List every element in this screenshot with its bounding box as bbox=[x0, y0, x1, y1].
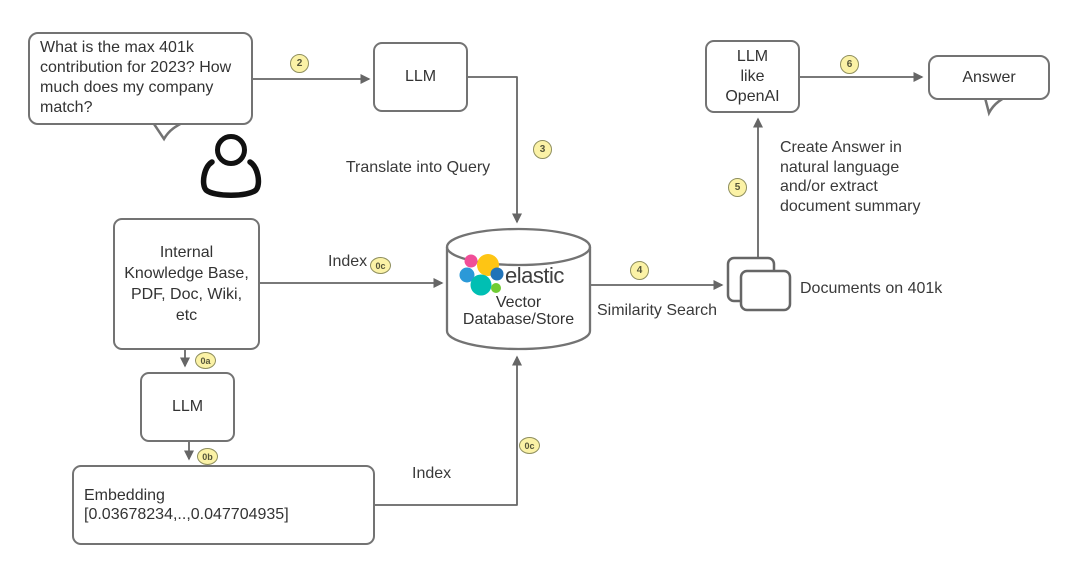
openai-label-line3: OpenAI bbox=[725, 87, 780, 105]
elastic-logo-icon bbox=[459, 254, 504, 296]
step-badge-3: 3 bbox=[533, 140, 552, 159]
step-badge-4: 4 bbox=[630, 261, 649, 280]
knowledge-base-label: Internal Knowledge Base, PDF, Doc, Wiki,… bbox=[124, 244, 249, 324]
openai-label-line2: like bbox=[740, 67, 765, 85]
llm-embedding-label: LLM bbox=[171, 398, 204, 415]
step-badge-0c-index: 0c bbox=[370, 257, 391, 274]
edge-label-similarity-search: Similarity Search bbox=[597, 302, 718, 319]
embedding-box: Embedding [0.03678234,..,0.047704935] bbox=[72, 465, 375, 545]
edge-label-index-bottom: Index bbox=[412, 465, 452, 482]
step-badge-0a: 0a bbox=[195, 352, 216, 369]
elastic-brand-text: elastic bbox=[505, 263, 564, 288]
answer-text: Answer bbox=[962, 68, 1016, 86]
edge-label-index-top: Index bbox=[328, 253, 368, 270]
question-bubble: What is the max 401k contribution for 20… bbox=[28, 32, 253, 125]
step-badge-0b: 0b bbox=[197, 448, 218, 465]
edge-label-translate: Translate into Query bbox=[345, 159, 491, 176]
answer-bubble: Answer bbox=[928, 55, 1050, 100]
step-badge-5: 5 bbox=[728, 178, 747, 197]
step-badge-0c-embed: 0c bbox=[519, 437, 540, 454]
llm-query-box: LLM bbox=[373, 42, 468, 112]
openai-label-line1: LLM bbox=[736, 47, 769, 65]
embedding-vector-value: [0.03678234,..,0.047704935] bbox=[84, 506, 289, 523]
documents-label: Documents on 401k bbox=[800, 280, 943, 297]
embedding-title: Embedding bbox=[84, 487, 165, 504]
llm-embedding-box: LLM bbox=[140, 372, 235, 442]
connector-llm-to-vectordb bbox=[468, 76, 522, 224]
knowledge-base-box: Internal Knowledge Base, PDF, Doc, Wiki,… bbox=[113, 218, 260, 350]
edge-label-create-answer: Create Answer in natural language and/or… bbox=[780, 139, 921, 215]
documents-icon bbox=[726, 256, 792, 312]
step-badge-6: 6 bbox=[840, 55, 859, 74]
llm-query-label: LLM bbox=[404, 68, 437, 85]
person-icon bbox=[200, 134, 262, 198]
vector-db-label: Vector Database/Store bbox=[462, 294, 575, 328]
step-badge-2: 2 bbox=[290, 54, 309, 73]
connector-embedding-to-vectordb bbox=[375, 355, 522, 506]
question-text: What is the max 401k contribution for 20… bbox=[40, 39, 232, 116]
llm-openai-box: LLM like OpenAI bbox=[705, 40, 800, 113]
